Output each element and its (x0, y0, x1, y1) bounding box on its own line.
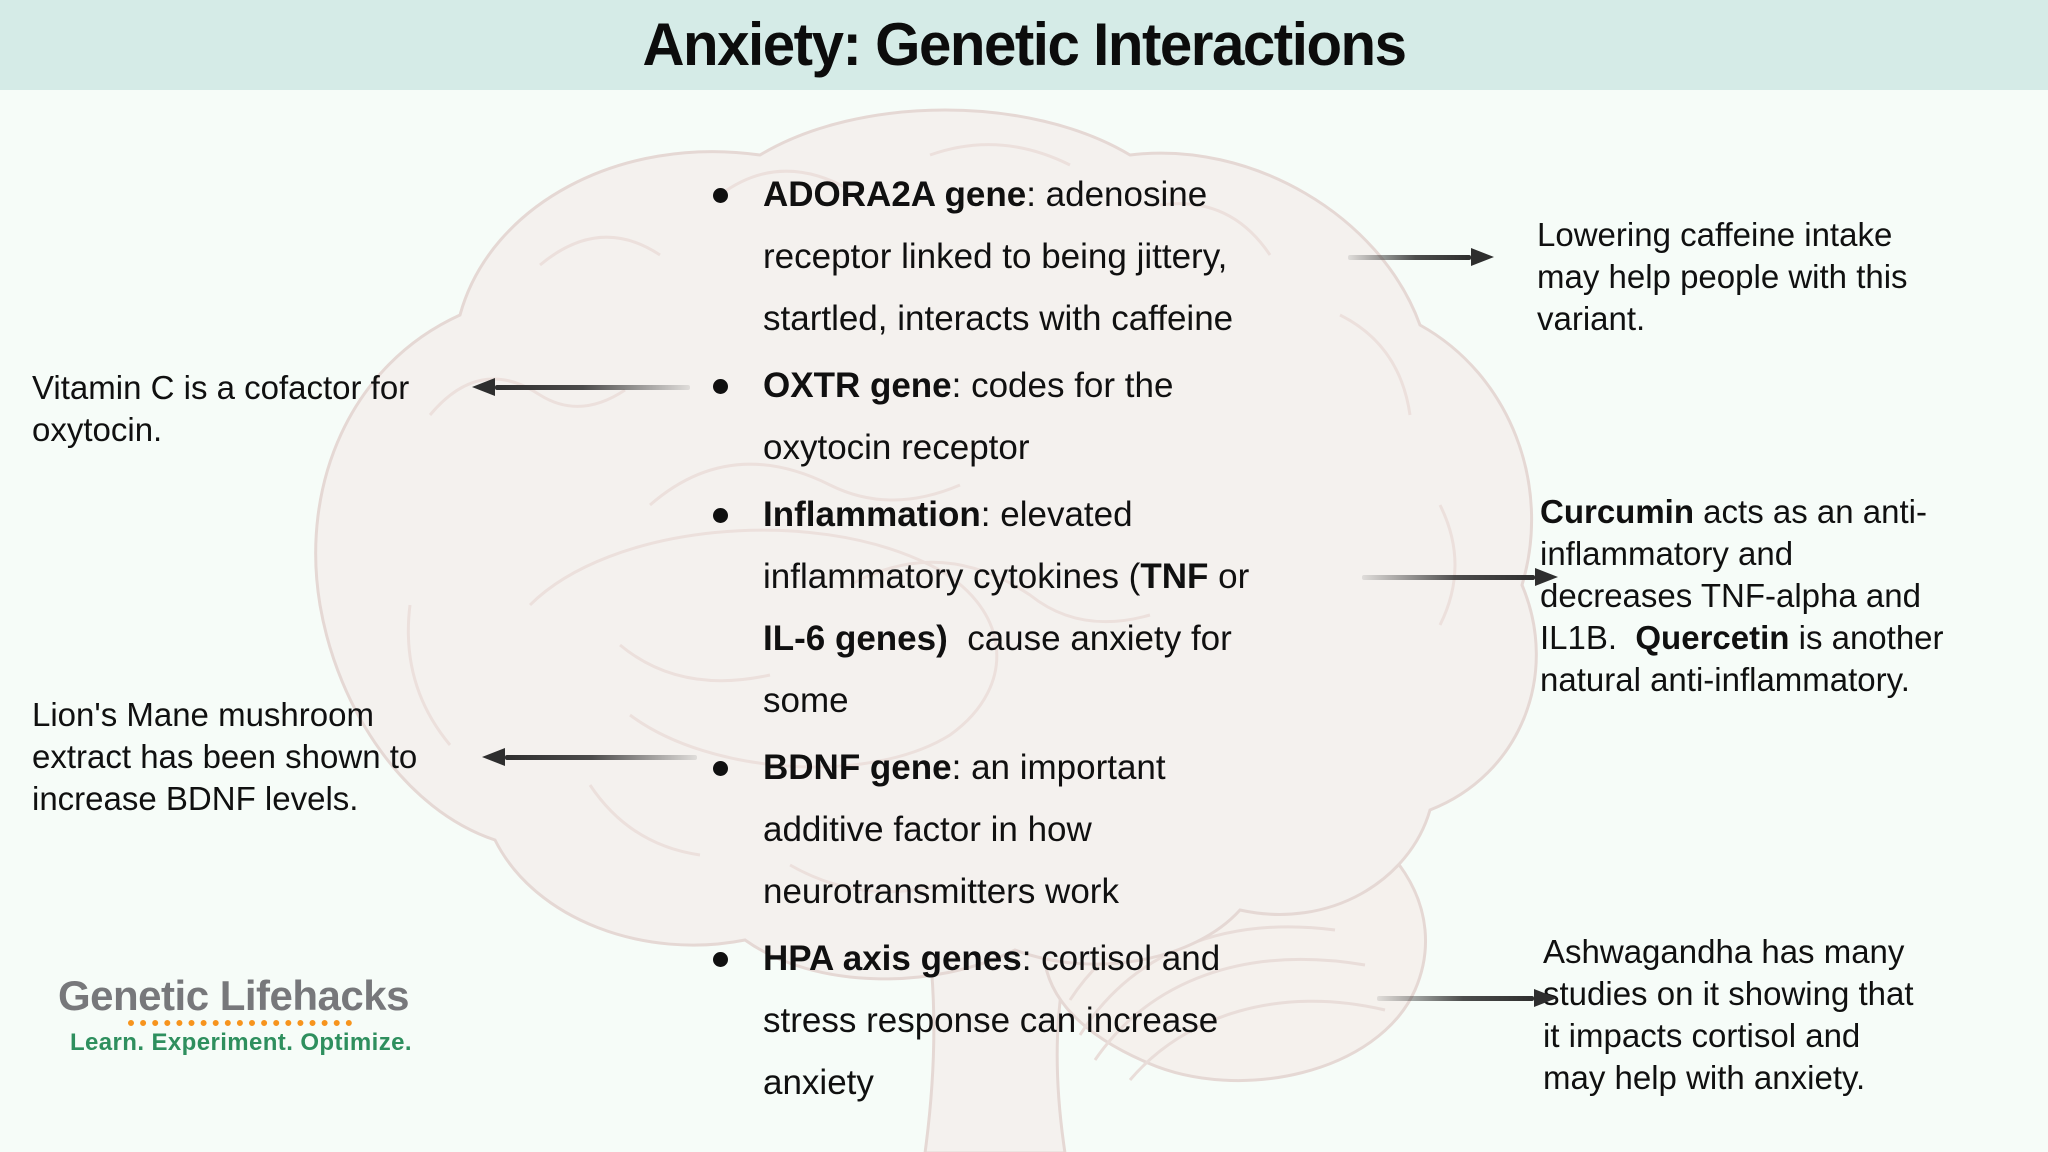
text-line: Vitamin C is a cofactor for (32, 369, 410, 406)
gyri-lines (406, 143, 1457, 894)
text-line: additive factor in how (763, 810, 1092, 849)
arrow-adora2a-to-caffeine-note (1348, 248, 1494, 266)
bullet-item: ADORA2A gene: adenosine receptor linked t… (705, 164, 1249, 350)
arrow-hpa-to-ashwagandha-note (1377, 989, 1557, 1007)
text-line: oxytocin receptor (763, 428, 1030, 467)
arrow-inflammation-to-curcumin-note (1362, 568, 1558, 586)
page-title: Anxiety: Genetic Interactions (642, 11, 1407, 78)
arrow-shaft (1377, 995, 1534, 1001)
logo-dotted-divider (128, 1020, 352, 1026)
logo-tagline: Learn. Experiment. Optimize. (70, 1029, 412, 1056)
arrow-head-icon (472, 378, 495, 396)
text-line: receptor linked to being jittery, (763, 237, 1228, 276)
brain-illustration (314, 108, 1538, 1152)
text-line: startled, interacts with caffeine (763, 299, 1234, 338)
text-line: stress response can increase (763, 1001, 1219, 1040)
arrow-bdnf-to-lions-mane-note (482, 748, 697, 766)
header-band: Anxiety: Genetic Interactions (0, 0, 2048, 90)
text-line: anxiety (763, 1063, 874, 1102)
text-line: Lowering caffeine intake (1537, 216, 1893, 253)
text-line: it impacts cortisol and (1543, 1017, 1861, 1054)
bullet-item: OXTR gene: codes for the oxytocin recepto… (705, 355, 1249, 479)
text-line: studies on it showing that (1543, 975, 1914, 1012)
text-line: decreases TNF-alpha and (1540, 577, 1921, 614)
arrow-oxtr-to-vitamin-c-note (472, 378, 690, 396)
text-line: extract has been shown to (32, 738, 418, 775)
text-line: IL-6 genes) cause anxiety for (763, 619, 1232, 658)
bullet-item: BDNF gene: an important additive factor i… (705, 737, 1249, 923)
text-line: IL1B. Quercetin is another (1540, 619, 1944, 656)
text-line: inflammatory cytokines (TNF or (763, 557, 1250, 596)
note-lions-mane: Lion's Mane mushroom extract has been sho… (32, 694, 417, 820)
text-line: oxytocin. (32, 411, 163, 448)
cortex-shape (314, 108, 1538, 981)
text-line: Ashwagandha has many (1543, 933, 1905, 970)
text-line: OXTR gene: codes for the (763, 366, 1174, 405)
text-line: HPA axis genes: cortisol and (763, 939, 1221, 978)
text-line: Lion's Mane mushroom (32, 696, 374, 733)
text-line: Curcumin acts as an anti- (1540, 493, 1927, 530)
arrow-shaft (505, 754, 697, 760)
note-vitamin-c: Vitamin C is a cofactor for oxytocin. (32, 367, 409, 451)
arrow-shaft (1362, 574, 1535, 580)
arrow-head-icon (482, 748, 505, 766)
logo-name: Genetic Lifehacks (58, 972, 409, 1019)
bullet-item: Inflammation: elevated inflammatory cytok… (705, 484, 1249, 732)
text-line: increase BDNF levels. (32, 780, 359, 817)
text-line: BDNF gene: an important (763, 748, 1166, 787)
text-line: natural anti-inflammatory. (1540, 661, 1910, 698)
note-caffeine: Lowering caffeine intake may help people … (1537, 214, 1908, 340)
text-line: inflammatory and (1540, 535, 1794, 572)
text-line: ADORA2A gene: adenosine (763, 175, 1208, 214)
arrow-head-icon (1471, 248, 1494, 266)
arrow-head-icon (1534, 989, 1557, 1007)
text-line: Inflammation: elevated (763, 495, 1133, 534)
arrow-head-icon (1535, 568, 1558, 586)
text-line: neurotransmitters work (763, 872, 1119, 911)
note-ashwagandha: Ashwagandha has many studies on it showin… (1543, 931, 1914, 1099)
logo: Genetic Lifehacks Learn. Experiment. Opt… (58, 974, 412, 1057)
text-line: variant. (1537, 300, 1646, 337)
text-line: some (763, 681, 849, 720)
arrow-shaft (495, 384, 690, 390)
text-line: may help with anxiety. (1543, 1059, 1866, 1096)
note-curcumin: Curcumin acts as an anti-inflammatory an… (1540, 491, 1944, 701)
gene-bullet-list: ADORA2A gene: adenosine receptor linked t… (705, 164, 1249, 1119)
arrow-shaft (1348, 254, 1471, 260)
bullet-item: HPA axis genes: cortisol and stress respo… (705, 928, 1249, 1114)
text-line: may help people with this (1537, 258, 1908, 295)
